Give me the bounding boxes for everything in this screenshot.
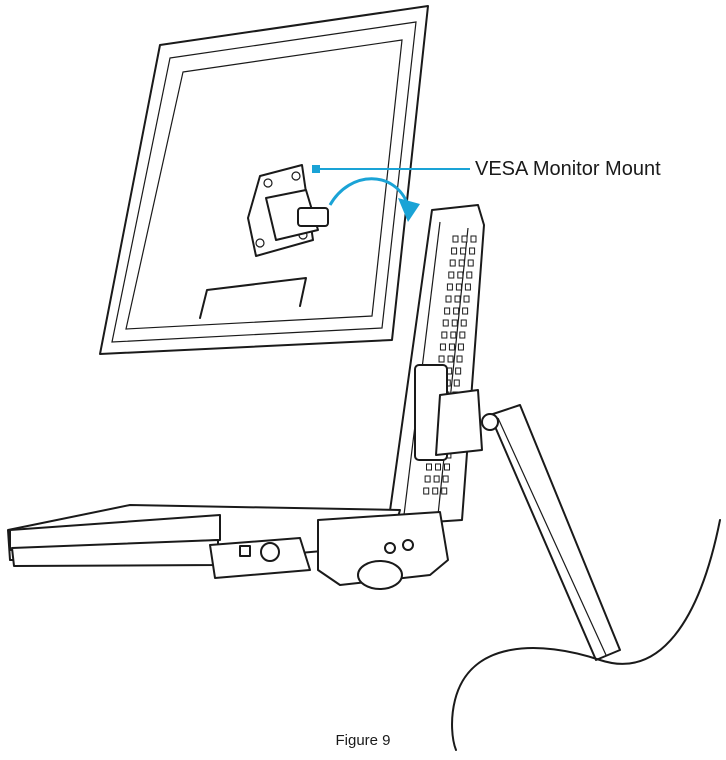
articulating-arm: [435, 389, 621, 661]
vesa-plate: [247, 164, 329, 257]
desk-edge: [451, 519, 721, 751]
keyboard-tray: [7, 504, 401, 579]
tray-bracket: [317, 511, 449, 590]
mount-column: [387, 204, 485, 526]
figure-caption: Figure 9: [335, 732, 391, 749]
callout-leader: [312, 165, 470, 173]
vesa-monitor-mount-label: VESA Monitor Mount: [475, 158, 661, 180]
attach-arrow: [328, 177, 420, 222]
